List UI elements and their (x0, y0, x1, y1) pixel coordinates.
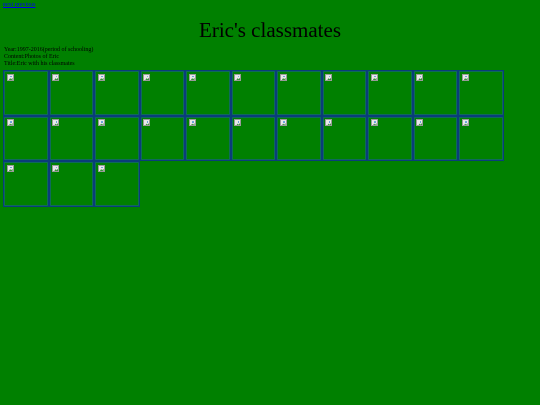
photo-thumbnail[interactable] (3, 115, 49, 161)
photo-thumbnail[interactable] (48, 70, 94, 116)
title-line: Title:Eric with his classmates (4, 61, 75, 68)
photo-thumbnail[interactable] (230, 115, 276, 161)
photo-thumbnail[interactable] (139, 115, 185, 161)
photo-thumbnail[interactable] (3, 70, 49, 116)
photo-thumbnail[interactable] (185, 115, 231, 161)
broken-image-icon (6, 73, 14, 81)
broken-image-icon (234, 119, 241, 126)
broken-image-icon (97, 119, 105, 126)
broken-image-icon (188, 119, 196, 126)
photo-thumbnail[interactable] (412, 70, 458, 116)
photo-thumbnail[interactable] (321, 115, 367, 161)
broken-image-icon (279, 73, 287, 81)
photo-thumbnail[interactable] (321, 70, 367, 116)
photo-thumbnail[interactable] (367, 70, 413, 116)
photo-thumbnail[interactable] (367, 115, 413, 161)
broken-image-icon (52, 119, 59, 126)
broken-image-icon (52, 73, 59, 81)
photo-metadata: Year:1997-2016(period of schooling) Cont… (4, 47, 93, 69)
photo-thumbnail[interactable] (458, 70, 504, 116)
photo-thumbnail[interactable] (230, 70, 276, 116)
photo-thumbnail[interactable] (3, 161, 49, 207)
photo-thumbnail[interactable] (412, 115, 458, 161)
photo-grid (3, 70, 508, 208)
broken-image-icon (325, 119, 332, 126)
broken-image-icon (370, 119, 378, 126)
broken-image-icon (97, 164, 105, 172)
photo-thumbnail[interactable] (94, 70, 140, 116)
content-line: Content:Photos of Eric (4, 54, 59, 61)
broken-image-icon (325, 73, 332, 81)
photo-thumbnail[interactable] (276, 115, 322, 161)
broken-image-icon (6, 119, 14, 126)
photo-thumbnail[interactable] (139, 70, 185, 116)
photo-thumbnail[interactable] (94, 115, 140, 161)
photo-thumbnail[interactable] (276, 70, 322, 116)
photo-thumbnail[interactable] (94, 161, 140, 207)
year-line: Year:1997-2016(period of schooling) (4, 47, 94, 53)
broken-image-icon (143, 73, 150, 81)
broken-image-icon (6, 164, 14, 172)
broken-image-icon (461, 73, 469, 81)
page-title: Eric's classmates (199, 18, 341, 42)
broken-image-icon (461, 119, 469, 126)
broken-image-icon (279, 119, 287, 126)
broken-image-icon (416, 73, 423, 81)
photo-thumbnail[interactable] (458, 115, 504, 161)
photo-thumbnail[interactable] (48, 161, 94, 207)
broken-image-icon (416, 119, 423, 126)
broken-image-icon (234, 73, 241, 81)
photo-thumbnail[interactable] (185, 70, 231, 116)
photo-thumbnail[interactable] (48, 115, 94, 161)
broken-image-icon (143, 119, 150, 126)
broken-image-icon (97, 73, 105, 81)
broken-image-icon (370, 73, 378, 81)
broken-image-icon (52, 164, 59, 172)
broken-image-icon (188, 73, 196, 81)
next-previous-link[interactable]: next previous (3, 2, 36, 8)
